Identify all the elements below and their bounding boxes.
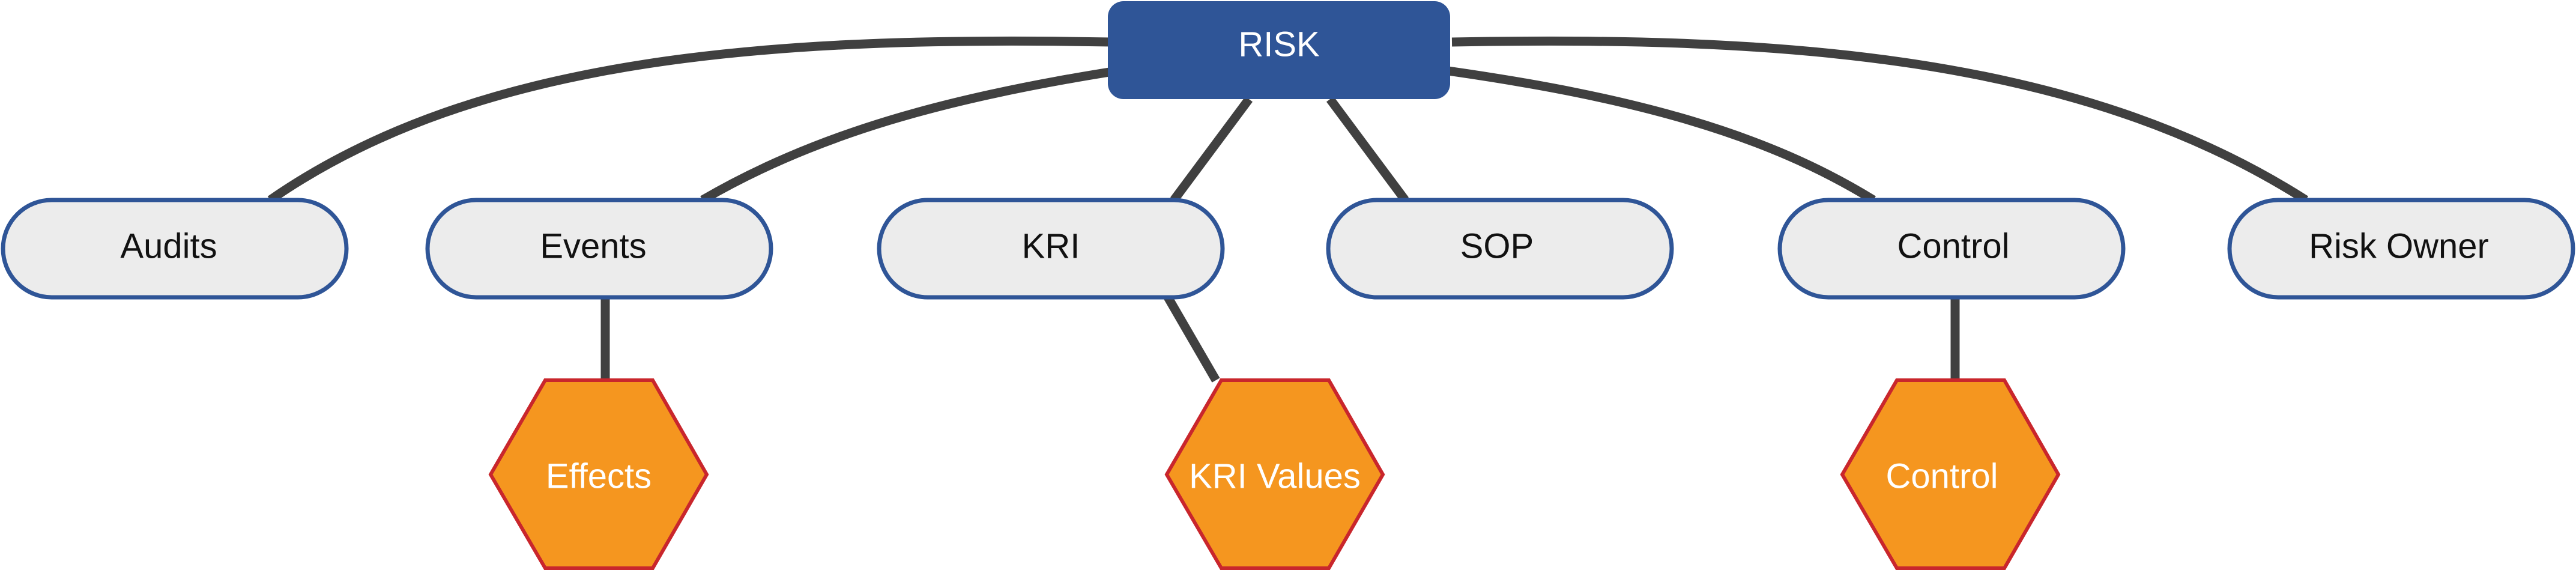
connector-risk-sop — [1326, 96, 1409, 203]
node-sop-label: SOP — [1460, 226, 1534, 265]
connector-risk-audits — [267, 36, 1111, 204]
sub-node-effects: Effects — [488, 378, 709, 570]
node-sop: SOP — [1326, 198, 1674, 300]
connector-kri-kri-values — [1164, 295, 1220, 383]
root-node-box — [1108, 1, 1450, 99]
sub-node-kri-values-label: KRI Values — [1189, 456, 1361, 496]
node-sop-box — [1326, 198, 1674, 300]
node-events-box — [425, 198, 773, 300]
node-audits-box — [1, 198, 349, 300]
node-control-box — [1777, 198, 2126, 300]
node-kri: KRI — [877, 198, 1225, 300]
node-events: Events — [425, 198, 773, 300]
connector-risk-events — [700, 66, 1118, 204]
root-node: RISK — [1108, 1, 1450, 99]
node-kri-label: KRI — [1022, 226, 1080, 265]
sub-node-effects-label: Effects — [546, 456, 652, 496]
node-audits-label: Audits — [120, 226, 217, 265]
sub-node-control-label: Control — [1886, 456, 1998, 496]
sub-node-effects-hexagon — [488, 378, 709, 570]
sub-node-kri-values-hexagon — [1164, 378, 1385, 570]
node-risk-owner-label: Risk Owner — [2309, 226, 2489, 265]
sub-node-control: Control — [1840, 378, 2061, 570]
node-control: Control — [1777, 198, 2126, 300]
node-control-label: Control — [1897, 226, 2010, 265]
connector-risk-kri — [1170, 96, 1253, 203]
node-risk-owner-box — [2227, 198, 2575, 300]
root-node-label: RISK — [1238, 25, 1320, 64]
sub-node-control-hexagon — [1840, 378, 2061, 570]
node-events-label: Events — [540, 226, 646, 265]
node-audits: Audits — [1, 198, 349, 300]
connectors — [267, 36, 2309, 383]
node-risk-owner: Risk Owner — [2227, 198, 2575, 300]
connector-risk-control — [1447, 66, 1876, 204]
connector-risk-risk-owner — [1451, 36, 2309, 204]
sub-node-kri-values: KRI Values — [1164, 378, 1385, 570]
node-kri-box — [877, 198, 1225, 300]
